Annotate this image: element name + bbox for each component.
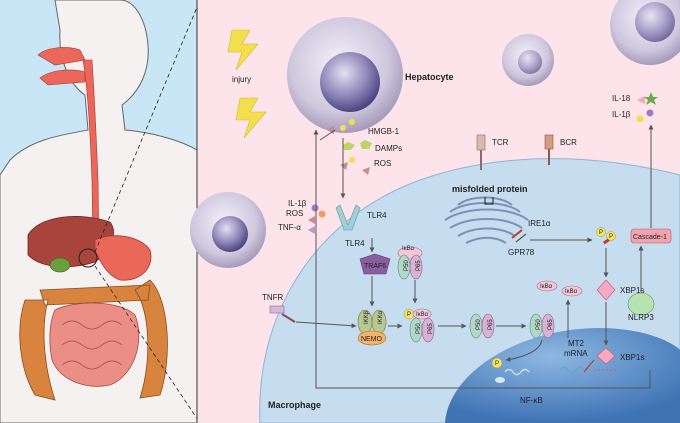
ikba-label-1: IκBα	[402, 246, 415, 252]
tlr4-inner-label: TLR4	[345, 239, 365, 248]
bcr-label: BCR	[560, 138, 577, 147]
bcr-receptor	[544, 134, 554, 165]
ikka-label: IKKα	[378, 310, 384, 324]
arrow-il1b-to-hepatocyte	[319, 129, 336, 141]
il1b-left-label: IL-1β	[288, 199, 307, 208]
p50-label-2: P50	[416, 323, 422, 334]
p-label-4: P	[495, 361, 499, 367]
hmgb1-label: HMGB-1	[368, 127, 400, 136]
p65-label-2: P65	[428, 323, 434, 334]
nfkb-nuclear-complex	[529, 313, 555, 339]
background-cell-right	[610, 0, 680, 65]
arrow-tnfr-to-ikk	[295, 321, 357, 329]
damps-label: DAMPs	[375, 144, 402, 153]
intestine-folds	[61, 320, 123, 370]
p-label-1: P	[407, 312, 411, 318]
ire1a-receptor	[511, 229, 527, 243]
nfkb-free-complex	[469, 313, 495, 339]
large-intestine	[19, 279, 168, 401]
nfkb-dna	[491, 357, 530, 383]
nlrp3-label: NLRP3	[628, 313, 654, 322]
injury-lightning-icon-2	[235, 97, 267, 139]
nfkb-label: NF-κB	[520, 396, 543, 405]
injury-lightning-icon-1	[227, 29, 259, 71]
xbp1s-nucleus-label: XBP1s	[620, 353, 644, 362]
misfolded-protein-icon	[484, 197, 494, 205]
right-cytokines	[636, 92, 658, 123]
liver-focus-circle	[78, 248, 98, 268]
hepatocyte-cell	[287, 17, 403, 133]
ire1a-label: IRE1α	[528, 219, 551, 228]
damps-cluster	[327, 119, 372, 175]
p-label-2: P	[599, 230, 603, 236]
il1b-right-label: IL-1β	[612, 110, 631, 119]
tlr4-receptor-label: TLR4	[367, 211, 387, 220]
traf6-label: TRAF6	[364, 263, 386, 270]
traf6-node	[359, 253, 391, 275]
mt2-mrna-icon	[559, 366, 585, 374]
nemo-label: NEMO	[361, 336, 383, 343]
background-cell-top	[502, 34, 554, 86]
il18-label: IL-18	[612, 94, 631, 103]
xbp1s-nuclear	[594, 347, 618, 371]
injury-label: injury	[232, 75, 251, 84]
xbp1s-label: XBP1s	[620, 286, 644, 295]
nfkb-phospho-complex	[403, 308, 435, 343]
macrophage-label: Macrophage	[268, 400, 321, 410]
cascade1-label: Cascade-1	[633, 234, 667, 241]
ikba-label-3: IκBα	[540, 284, 553, 290]
xbp1s-node	[596, 279, 616, 301]
tnfr-receptor	[269, 305, 296, 323]
anatomy-panel	[0, 0, 201, 423]
ros-left-label: ROS	[286, 209, 303, 218]
xbp1s-phospho	[596, 227, 616, 245]
ros-top-label: ROS	[374, 159, 391, 168]
arrow-nuclear-to-dna	[505, 339, 543, 362]
arrow-dna-loop-to-il1b	[313, 129, 651, 389]
p65-label-1: P65	[416, 260, 422, 271]
mrna-label: mRNA	[564, 349, 588, 358]
oral-cavity	[39, 69, 86, 86]
p-label-3: P	[609, 234, 613, 240]
p50-label-4: P50	[536, 319, 542, 330]
background-cell-left	[190, 192, 266, 268]
ikba-label-2: IκBα	[416, 312, 429, 318]
left-cytokines	[308, 204, 326, 234]
p50-label-3: P50	[476, 319, 482, 330]
macrophage-nucleus	[445, 328, 680, 423]
mt2-label: MT2	[568, 339, 585, 348]
tnfa-label: TNF-α	[278, 223, 301, 232]
gpr78-label: GPR78	[508, 248, 535, 257]
zoom-line-top	[94, 0, 201, 253]
small-intestine	[49, 302, 140, 387]
ikba-free-2	[561, 285, 583, 297]
ikkb-label: IKKβ	[364, 310, 370, 324]
p65-label-3: P65	[488, 319, 494, 330]
nasal-cavity	[37, 47, 86, 66]
tcr-receptor	[476, 134, 486, 170]
misfolded-protein-label: misfolded protein	[452, 184, 528, 194]
p65-label-4: P65	[548, 319, 554, 330]
hepatocyte-label: Hepatocyte	[405, 72, 454, 82]
tnfr-label: TNFR	[262, 293, 284, 302]
zoom-line-bottom	[94, 265, 201, 423]
stomach	[94, 235, 152, 281]
tlr4-receptor-icon	[335, 204, 361, 231]
ikk-complex	[357, 309, 387, 346]
ikba-label-4: IκBα	[565, 289, 578, 295]
ikba-free-1	[536, 280, 558, 292]
cascade1-node	[630, 228, 672, 244]
p50-label-1: P50	[404, 260, 410, 271]
gallbladder	[49, 257, 71, 273]
tcr-label: TCR	[492, 138, 509, 147]
nfkb-inactive-complex	[397, 246, 423, 280]
inhibition-mt2-xbp1s	[583, 359, 595, 373]
nlrp3-node	[627, 292, 655, 316]
pathway-arrows	[295, 124, 654, 389]
